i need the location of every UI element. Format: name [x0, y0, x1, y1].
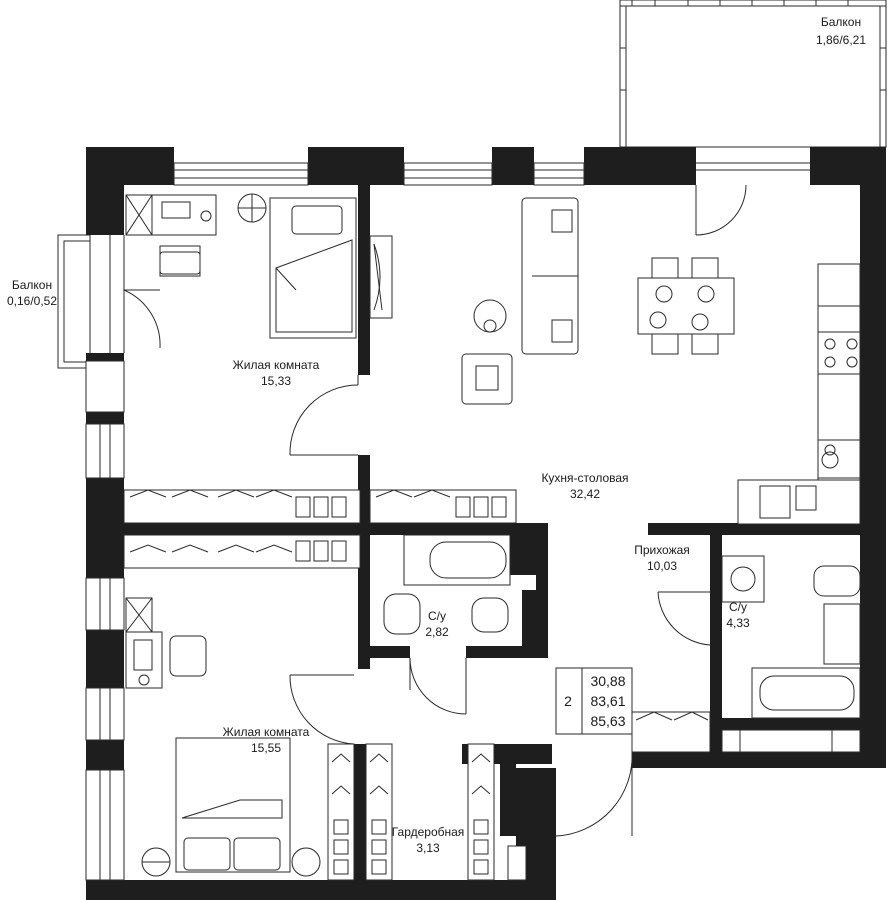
balcony-left-area: 0,16/0,52 [7, 294, 57, 308]
balcony-top-name: Балкон [821, 15, 861, 29]
balcony-top [619, 0, 887, 148]
balcony-left-name: Балкон [12, 278, 52, 292]
bathroom-2-fixtures [721, 555, 861, 719]
summary-total-area: 85,63 [590, 713, 625, 729]
kitchen-area: 32,42 [570, 487, 600, 501]
bedroom-1-furniture [125, 193, 393, 339]
bathroom-2-area: 4,33 [726, 616, 750, 630]
summary-total-area-no-balcony: 83,61 [590, 693, 625, 709]
bedroom-1-name: Жилая комната [233, 358, 320, 372]
hallway-area: 10,03 [647, 559, 677, 573]
summary-rooms-count: 2 [564, 693, 572, 709]
balcony-left [57, 234, 91, 369]
kitchen-furniture [461, 197, 861, 525]
kitchen-name: Кухня-столовая [541, 471, 628, 485]
bathroom-1-name: С/у [428, 609, 446, 623]
bathroom-1-area: 2,82 [425, 625, 449, 639]
wardrobe-room-fixtures [327, 743, 495, 881]
summary-living-area: 30,88 [590, 673, 625, 689]
walls [86, 147, 886, 900]
doors [109, 162, 810, 837]
area-summary: 2 30,88 83,61 85,63 [555, 667, 633, 735]
bedroom-2-furniture [123, 534, 361, 877]
bedroom-1-area: 15,33 [261, 374, 291, 388]
balcony-top-area: 1,86/6,21 [816, 33, 866, 47]
wardrobe-area: 3,13 [416, 841, 440, 855]
wardrobe-row-1 [123, 489, 517, 524]
room-labels: Балкон 1,86/6,21 Балкон 0,16/0,52 Жилая … [7, 15, 866, 855]
windows [85, 162, 861, 881]
bathroom-1-fixtures [383, 534, 511, 635]
hallway-name: Прихожая [634, 543, 690, 557]
bedroom-2-name: Жилая комната [223, 725, 310, 739]
hall-rack [631, 711, 711, 753]
wardrobe-name: Гардеробная [392, 825, 465, 839]
bedroom-2-area: 15,55 [251, 741, 281, 755]
bathroom-2-name: С/у [729, 600, 747, 614]
